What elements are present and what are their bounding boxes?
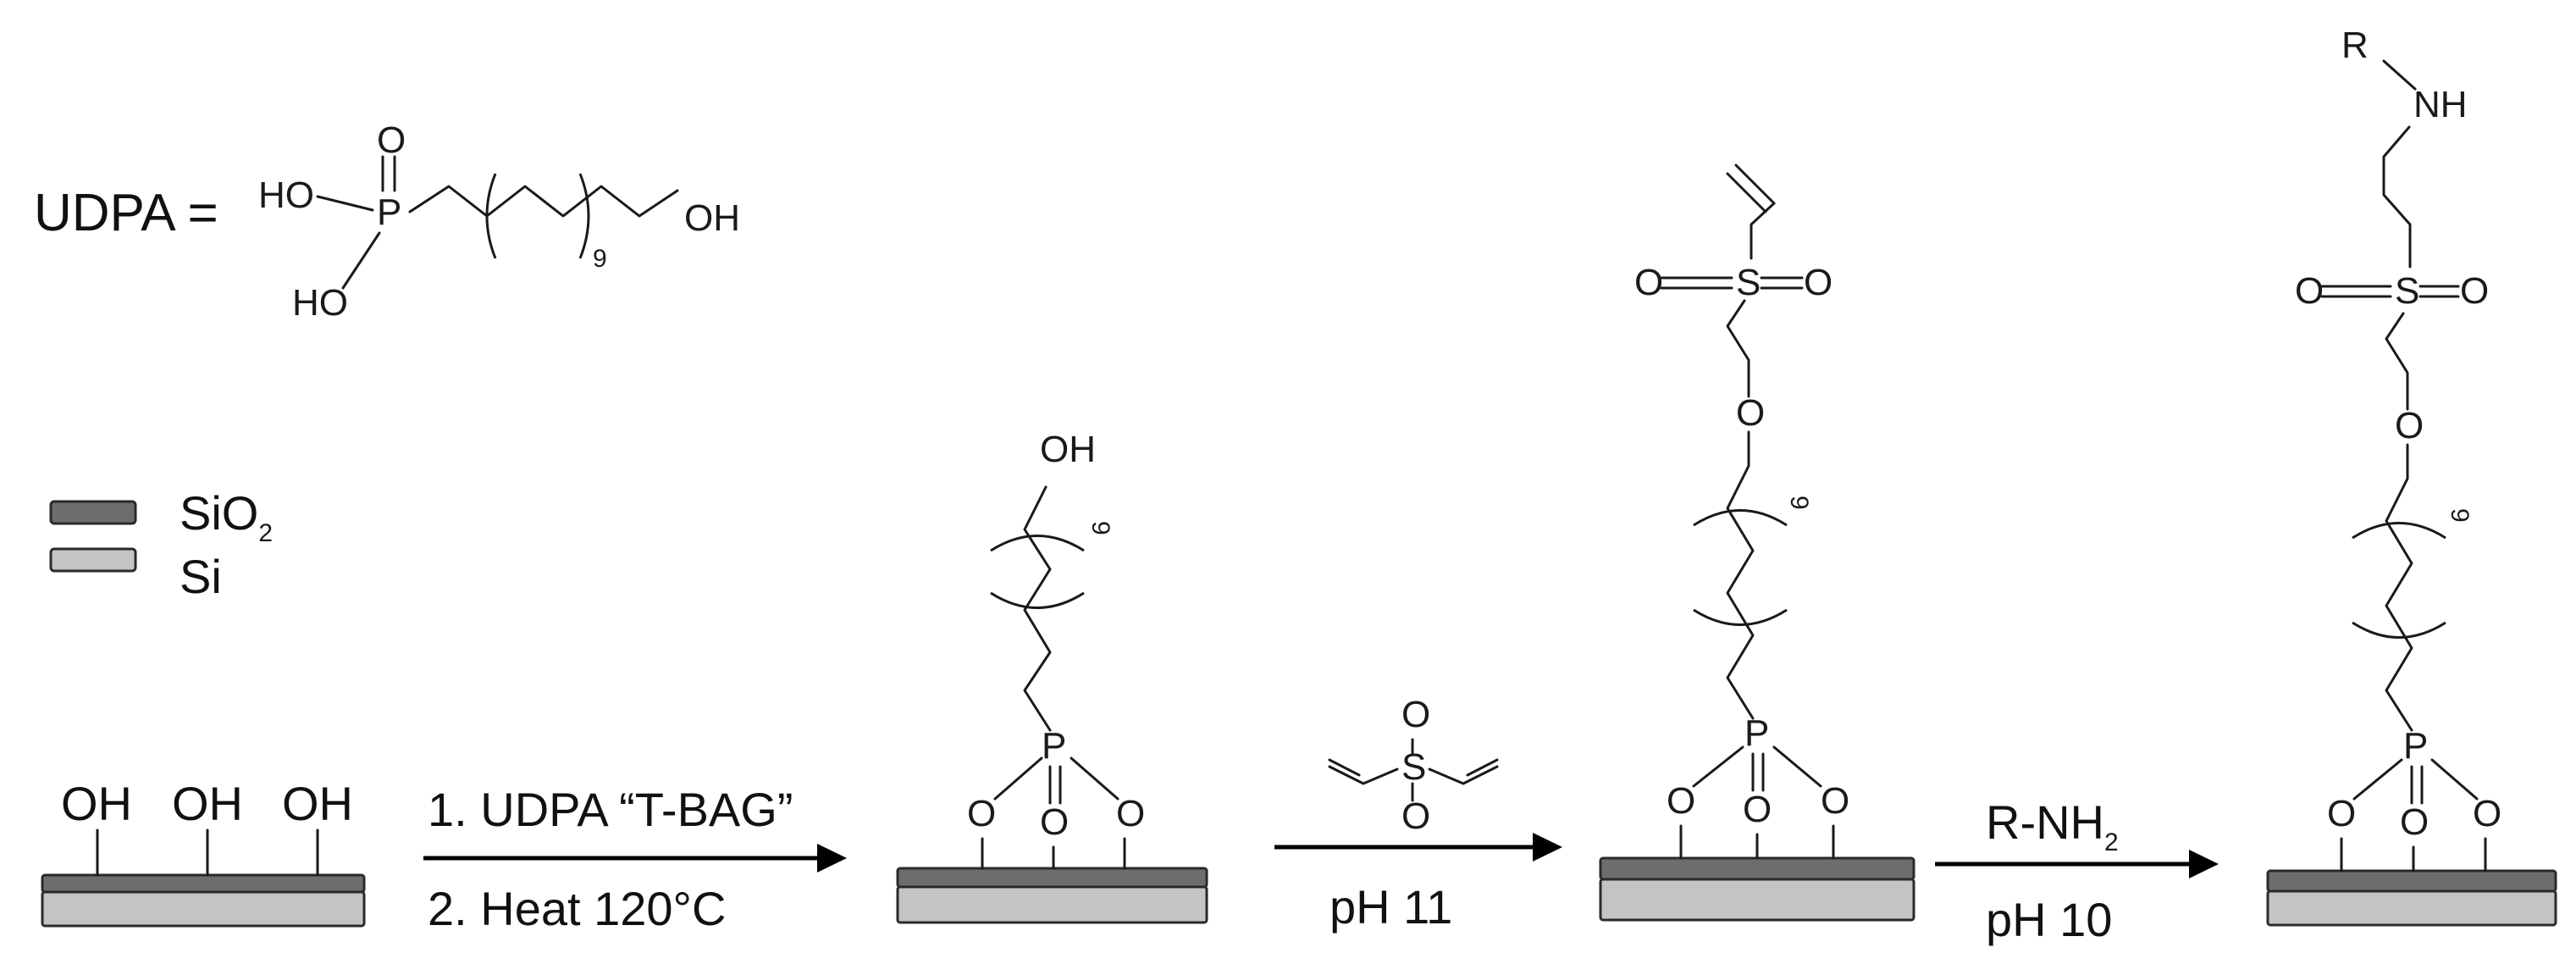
step3-condition: pH 10 <box>1986 893 2112 946</box>
structure1-phosphorus: P <box>1042 725 1066 767</box>
svg-text:O: O <box>1040 801 1069 843</box>
svg-text:9: 9 <box>1785 496 1813 510</box>
arrow-step-2: pH 11 S O O <box>1274 694 1562 934</box>
structure3-r-group: R <box>2341 25 2369 66</box>
legend-sio2-swatch <box>49 500 137 525</box>
surface-oh-1: OH <box>61 777 132 830</box>
svg-text:O: O <box>1743 789 1772 830</box>
structure-amine-conjugate: O O O P 9 O S O O NH R <box>2266 25 2557 927</box>
substrate-sio2-layer <box>41 873 366 894</box>
svg-text:9: 9 <box>2446 508 2474 523</box>
udpa-label: UDPA = <box>34 184 218 242</box>
udpa-oxygen: O <box>377 119 406 161</box>
structure-vinyl-sulfone: O O O P 9 O S O O <box>1599 163 1915 922</box>
udpa-repeat-count: 9 <box>593 245 607 273</box>
structure3-ether-o: O <box>2395 405 2424 446</box>
structure1-terminal-oh: OH <box>1040 429 1096 470</box>
structure3-nh: NH <box>2413 84 2468 125</box>
udpa-definition: UDPA = P O HO HO 9 OH <box>34 119 740 324</box>
surface-oh-2: OH <box>172 777 243 830</box>
structure2-sulfur: S <box>1736 262 1761 303</box>
substrate-bare: OH OH OH <box>41 777 366 928</box>
svg-text:9: 9 <box>1086 521 1114 535</box>
step2-condition: pH 11 <box>1329 880 1452 934</box>
svg-text:O: O <box>967 793 996 834</box>
svg-text:O: O <box>1821 780 1849 822</box>
structure3-phosphorus: P <box>2403 725 2428 767</box>
substrate-si-layer <box>41 890 366 928</box>
svg-text:O: O <box>1634 262 1663 303</box>
step1-condition-1: 1. UDPA “T-BAG” <box>428 783 793 836</box>
svg-text:O: O <box>1804 262 1832 303</box>
legend-si-swatch <box>49 547 137 573</box>
surface-oh-3: OH <box>282 777 353 830</box>
svg-text:O: O <box>2327 793 2356 834</box>
structure3-sulfur: S <box>2395 270 2419 312</box>
svg-text:O: O <box>1401 694 1430 735</box>
structure2-ether-o: O <box>1736 392 1765 434</box>
svg-text:O: O <box>1116 793 1145 834</box>
arrow-step-1: 1. UDPA “T-BAG” 2. Heat 120°C <box>423 783 847 935</box>
divinyl-sulfone: S O O <box>1328 694 1499 837</box>
svg-text:O: O <box>2295 270 2324 312</box>
legend-si-label: Si <box>180 550 222 603</box>
svg-text:S: S <box>1401 746 1426 788</box>
svg-text:O: O <box>1401 795 1430 837</box>
structure2-phosphorus: P <box>1744 712 1769 754</box>
udpa-oh-end: OH <box>684 197 740 239</box>
udpa-ho-top: HO <box>258 175 314 216</box>
svg-text:O: O <box>2460 270 2489 312</box>
legend-sio2-label: SiO2 <box>180 486 273 547</box>
svg-text:O: O <box>2400 801 2429 843</box>
udpa-ho-bottom: HO <box>292 282 348 324</box>
structure-udpa-monolayer: O O O P 9 OH <box>896 429 1208 924</box>
udpa-phosphorus: P <box>377 191 401 233</box>
legend: SiO2 Si <box>49 486 273 603</box>
arrow-step-3: R-NH2 pH 10 <box>1935 795 2219 946</box>
step1-condition-2: 2. Heat 120°C <box>428 882 726 935</box>
step3-reagent: R-NH2 <box>1986 795 2119 856</box>
svg-text:O: O <box>1667 780 1695 822</box>
